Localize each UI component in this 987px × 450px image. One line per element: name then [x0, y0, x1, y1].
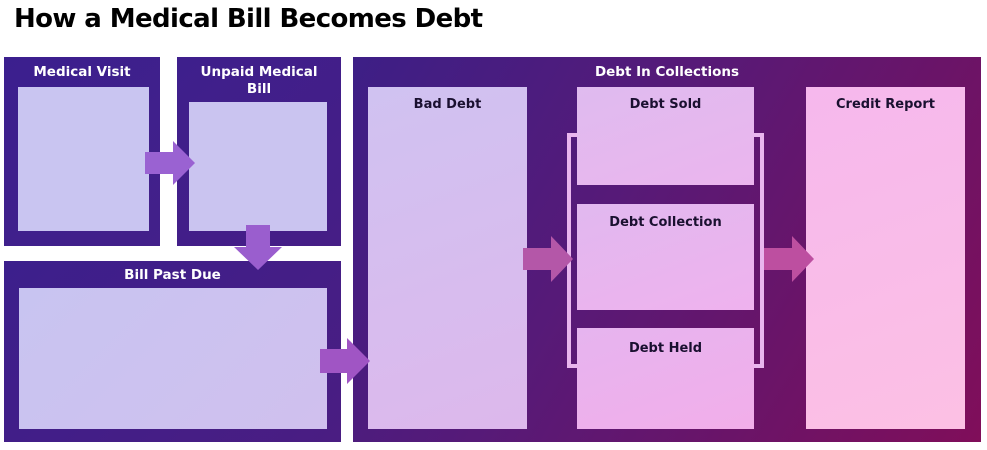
- unpaid-bill-panel: Unpaid Medical Bill: [177, 57, 341, 246]
- debt-collection-label: Debt Collection: [609, 215, 722, 230]
- arrow-right-icon: [764, 236, 814, 282]
- bad-debt-label: Bad Debt: [413, 97, 482, 112]
- bill-past-due-box: [19, 288, 327, 429]
- arrow-down-icon: [234, 225, 282, 270]
- medical-visit-panel: Medical Visit: [4, 57, 160, 246]
- arrow-right-icon: [523, 236, 573, 282]
- collections-bracket-right: [752, 133, 764, 368]
- credit-report-box: Credit Report: [806, 87, 965, 429]
- debt-sold-box: Debt Sold: [577, 87, 754, 185]
- bad-debt-box: Bad Debt: [368, 87, 527, 429]
- arrow-right-icon: [320, 338, 370, 384]
- debt-in-collections-panel: Debt In Collections Bad Debt Debt Sold D…: [353, 57, 981, 442]
- page-title: How a Medical Bill Becomes Debt: [14, 4, 483, 34]
- unpaid-bill-box: [189, 102, 327, 231]
- arrow-right-icon: [145, 141, 195, 185]
- bill-past-due-panel: Bill Past Due: [4, 261, 341, 442]
- bill-past-due-label: Bill Past Due: [124, 267, 221, 283]
- debt-sold-label: Debt Sold: [629, 97, 702, 112]
- unpaid-bill-label: Unpaid Medical Bill: [200, 64, 318, 97]
- collections-bracket-left: [567, 133, 579, 368]
- medical-visit-box: [18, 87, 149, 231]
- medical-visit-label: Medical Visit: [33, 64, 131, 80]
- debt-collection-box: Debt Collection: [577, 204, 754, 310]
- debt-in-collections-label: Debt In Collections: [594, 64, 740, 80]
- debt-held-box: Debt Held: [577, 328, 754, 429]
- credit-report-label: Credit Report: [836, 97, 935, 112]
- debt-held-label: Debt Held: [628, 341, 703, 356]
